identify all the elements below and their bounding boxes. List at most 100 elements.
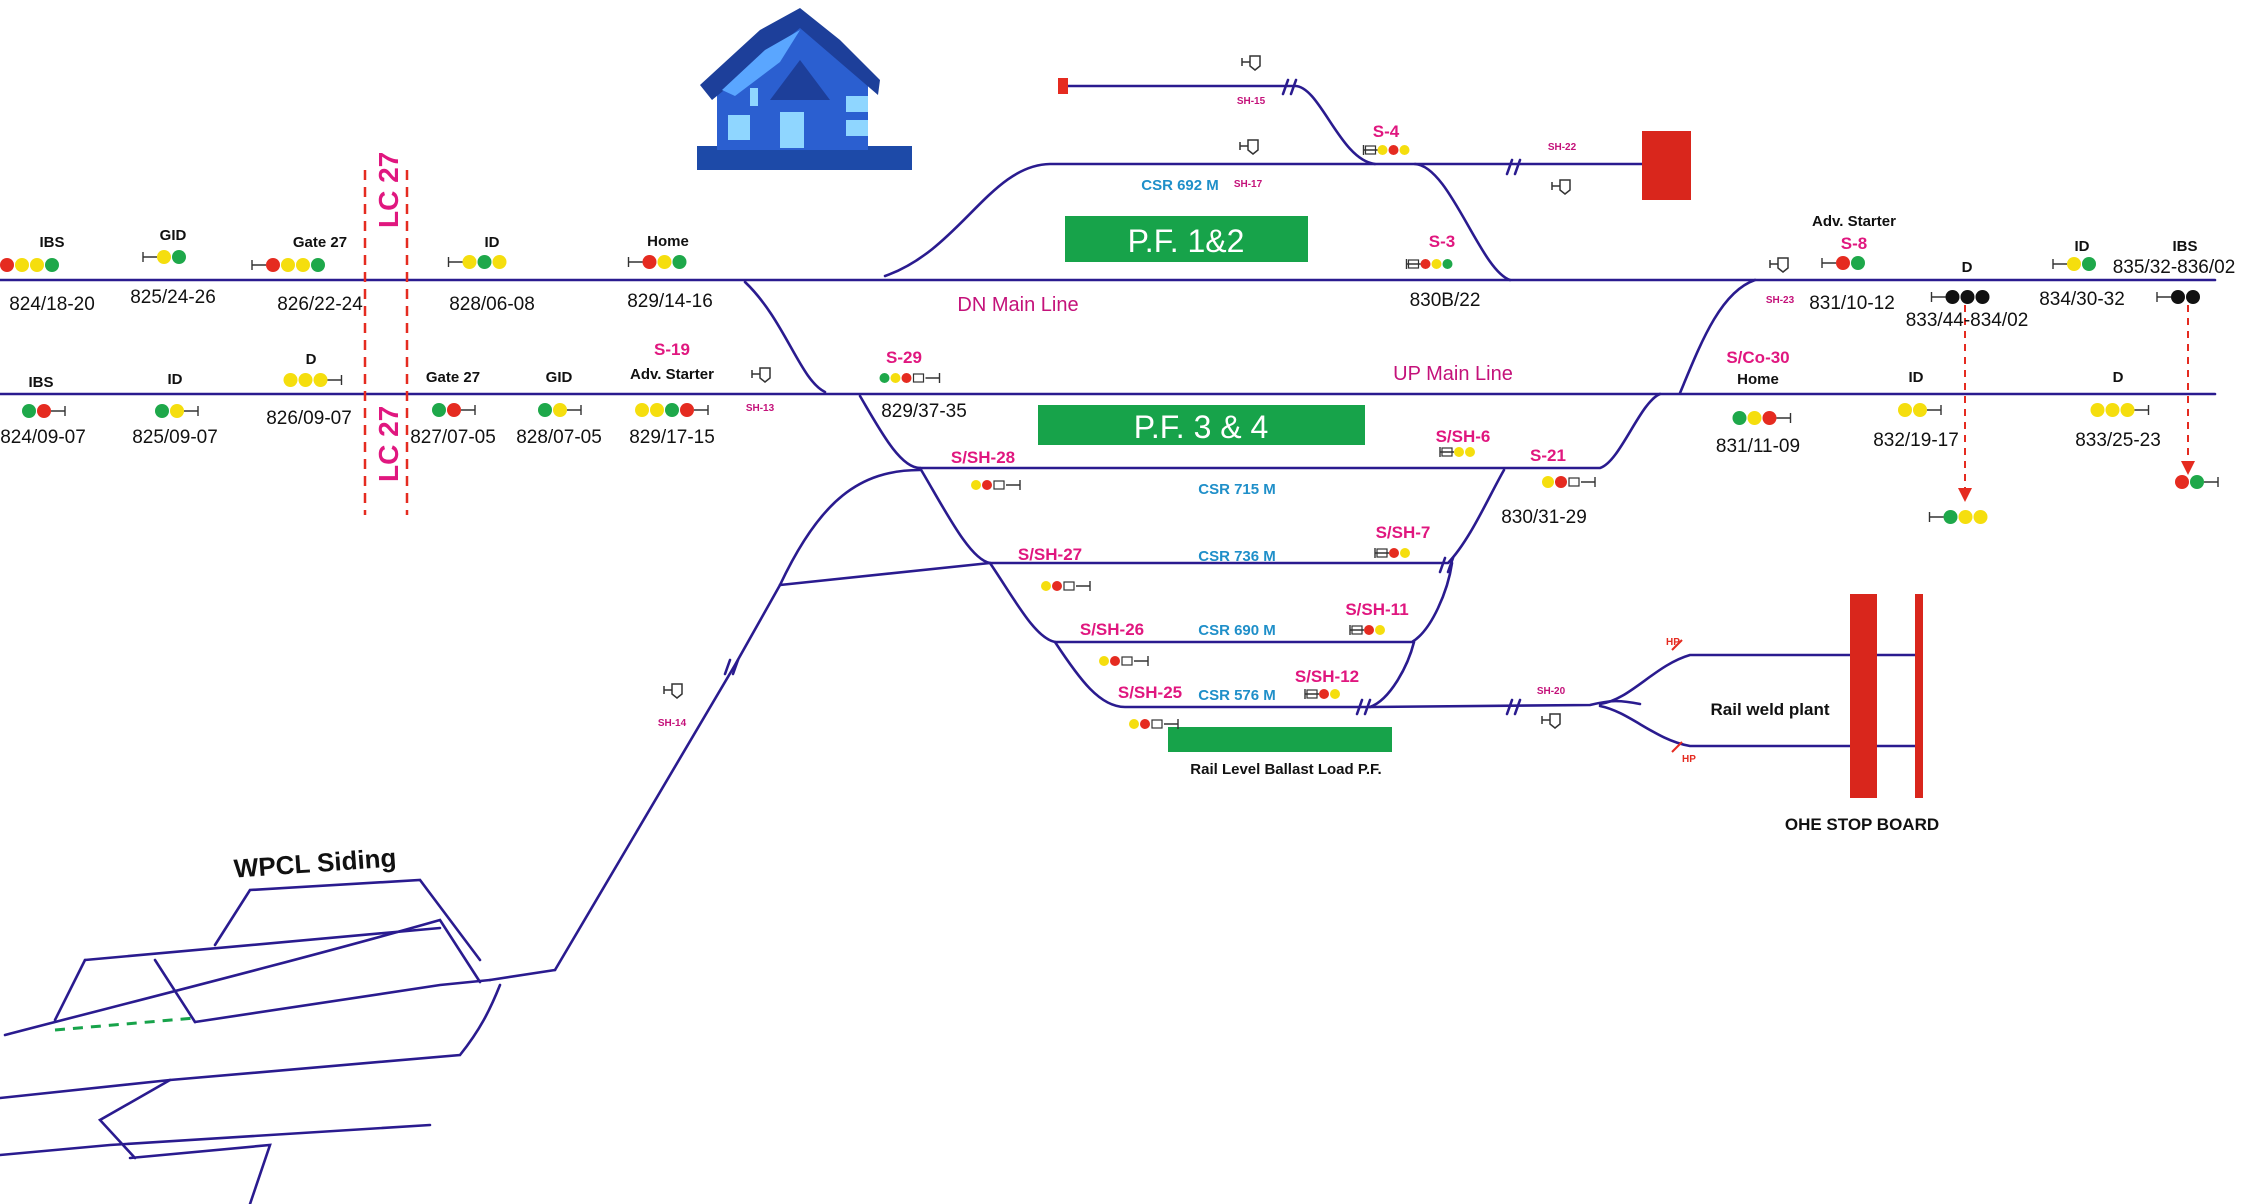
- signal-lamp: [1052, 581, 1062, 591]
- dn-ibs-name: IBS: [39, 234, 64, 251]
- wpcl-main-branch: [553, 583, 782, 972]
- dn-home-signal: [627, 255, 687, 269]
- up-d2-name: D: [2113, 369, 2124, 386]
- ssh7-name: S/SH-7: [1376, 523, 1431, 542]
- signal-lamp: [901, 373, 912, 383]
- up-id-km: 825/09-07: [132, 427, 218, 448]
- up-d2-signal: [2090, 403, 2150, 417]
- dn-gid-name: GID: [160, 227, 187, 244]
- dn-gid-signal: [142, 250, 186, 264]
- signal-lamp: [2190, 475, 2204, 489]
- up-d-name: D: [306, 351, 317, 368]
- up-gid-km: 828/07-05: [516, 427, 602, 448]
- signal-lamp: [1375, 625, 1385, 635]
- siding-lower-link: [778, 561, 992, 587]
- signal-lamp: [313, 373, 328, 387]
- signal-post: [251, 260, 266, 270]
- signal-post: [1581, 477, 1596, 487]
- signal-lamp: [1555, 476, 1567, 488]
- signal-lamp: [1851, 256, 1865, 270]
- signal-lamp: [447, 403, 461, 417]
- signal-post: [2134, 405, 2150, 415]
- signal-lamp: [2186, 290, 2200, 304]
- signal-lamp: [157, 250, 171, 264]
- ssh25-signal: [1129, 719, 1179, 729]
- dn-s8-km: 831/10-12: [1809, 293, 1895, 314]
- signal-lamp: [2175, 475, 2189, 489]
- signal-lamp: [37, 404, 51, 418]
- ssh26-name: S/SH-26: [1080, 620, 1144, 639]
- dn-ibs2-repeat-signal: [2175, 475, 2219, 489]
- signal-lamp: [2120, 403, 2135, 417]
- signal-group: [0, 145, 2219, 729]
- dn-ibs-signal: [0, 258, 59, 272]
- up-s19-signal: [635, 403, 709, 417]
- route-indicator: [993, 480, 1005, 490]
- up-ibs-km: 824/09-07: [0, 427, 86, 448]
- platform-1-2: [1065, 216, 1308, 262]
- ssh12-name: S/SH-12: [1295, 667, 1359, 686]
- up-sco30-km: 831/11-09: [1716, 436, 1800, 457]
- dn-d-km: 833/44-834/02: [1906, 310, 2029, 331]
- wpcl-road-3: [83, 926, 442, 962]
- signal-post: [567, 405, 582, 415]
- signal-lamp: [170, 404, 184, 418]
- stop-boards: Rail weld plant OHE STOP BOARD HP HP: [1058, 78, 1939, 834]
- up-gate27-signal: [432, 403, 476, 417]
- up-id2-signal: [1898, 403, 1942, 417]
- csr-736-label: CSR 736 M: [1198, 548, 1276, 565]
- signal-lamp: [2082, 257, 2096, 271]
- signal-lamp: [1898, 403, 1912, 417]
- level-crossing-lc27: LC 27 LC 27: [363, 152, 409, 515]
- dn-ibs2-signal: [2156, 290, 2200, 304]
- csr-576-label: CSR 576 M: [1198, 687, 1276, 704]
- s21-name: S-21: [1530, 446, 1566, 465]
- shunt-signal-icon: [1769, 257, 1789, 273]
- dn-id-km: 828/06-08: [449, 294, 535, 315]
- wpcl-dashed-green: [54, 1016, 196, 1032]
- signal-lamp: [1975, 290, 1990, 304]
- signal-lamp: [1041, 581, 1051, 591]
- csr-690-label: CSR 690 M: [1198, 622, 1276, 639]
- signal-post: [142, 252, 157, 262]
- signal-lamp: [1364, 625, 1374, 635]
- up-gid-signal: [538, 403, 582, 417]
- wpcl-road-5: [0, 1123, 432, 1157]
- up-gate27-name: Gate 27: [426, 369, 480, 386]
- up-main-line-label: UP Main Line: [1393, 363, 1513, 385]
- signal-lamp: [30, 258, 44, 272]
- shunt-signal-icons: [663, 55, 1789, 729]
- dn-home-km: 829/14-16: [627, 291, 713, 312]
- dn-s8-name: S-8: [1841, 234, 1867, 253]
- signal-post: [1076, 581, 1091, 591]
- signal-lamp: [477, 255, 492, 269]
- route-indicator: [1568, 477, 1580, 487]
- shunt-signal-icon: [751, 367, 771, 383]
- signal-post: [447, 257, 463, 267]
- signal-post: [627, 257, 643, 267]
- wpcl-entry: [488, 968, 557, 982]
- signal-lamp: [1945, 290, 1960, 304]
- stop-board-icon: [1850, 594, 1877, 798]
- dn-s3-km: 830B/22: [1410, 290, 1481, 311]
- signal-lamp: [1465, 447, 1475, 457]
- up-d-km: 826/09-07: [266, 408, 352, 429]
- up-d2-km: 833/25-23: [2075, 430, 2161, 451]
- up-id2-name: ID: [1909, 369, 1924, 386]
- dn-up-crossover: [743, 280, 827, 394]
- ssh7-signal: [1374, 548, 1410, 558]
- sh17-label: SH-17: [1234, 179, 1263, 190]
- up-s29-name: S-29: [886, 348, 922, 367]
- route-indicator: [1121, 656, 1133, 666]
- dn-id-signal: [447, 255, 507, 269]
- signal-lamp: [1389, 548, 1399, 558]
- ssh11-name: S/SH-11: [1345, 600, 1408, 619]
- up-ibs-signal: [22, 404, 66, 418]
- platforms: P.F. 1&2 P.F. 3 & 4 Rail Level Ballast L…: [1038, 216, 1392, 778]
- signal-post: [1134, 656, 1149, 666]
- signal-post: [2156, 292, 2171, 302]
- s21-signal: [1542, 476, 1596, 488]
- up-gid-name: GID: [546, 369, 573, 386]
- shunt-signal-icon: [1239, 139, 1259, 155]
- signal-post: [1928, 512, 1944, 522]
